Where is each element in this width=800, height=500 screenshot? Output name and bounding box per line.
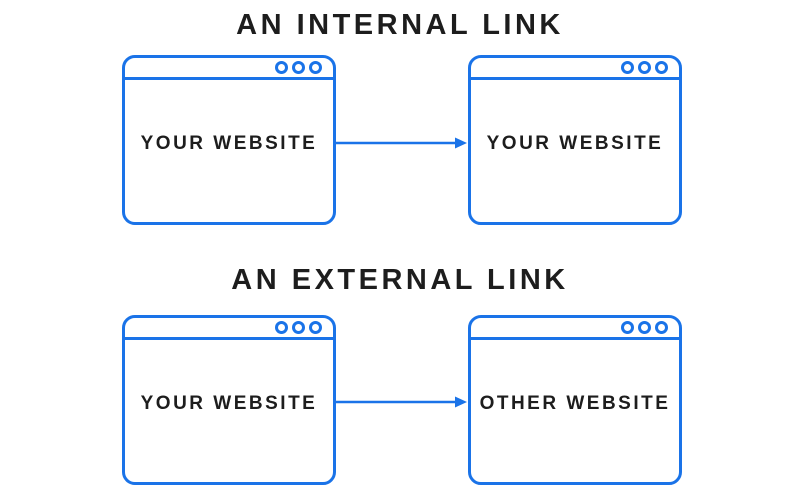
window-titlebar <box>471 58 679 80</box>
window-dot-icon <box>275 61 288 74</box>
window-dot-icon <box>638 321 651 334</box>
window-content: YOUR WEBSITE <box>125 340 333 482</box>
link-arrow-icon <box>334 396 467 408</box>
window-dots-icon <box>621 61 668 74</box>
window-titlebar <box>471 318 679 340</box>
window-dot-icon <box>655 61 668 74</box>
window-dot-icon <box>309 321 322 334</box>
website-label: YOUR WEBSITE <box>486 133 664 154</box>
internal-source-window: YOUR WEBSITE <box>122 55 336 225</box>
external-link-section-title: AN EXTERNAL LINK <box>231 264 569 296</box>
window-content: YOUR WEBSITE <box>125 80 333 222</box>
website-label: YOUR WEBSITE <box>140 393 318 414</box>
external-source-window: YOUR WEBSITE <box>122 315 336 485</box>
window-dots-icon <box>621 321 668 334</box>
window-content: YOUR WEBSITE <box>471 80 679 222</box>
window-dots-icon <box>275 61 322 74</box>
link-arrow-icon <box>334 137 467 149</box>
window-dot-icon <box>275 321 288 334</box>
website-label: OTHER WEBSITE <box>479 393 671 414</box>
window-dot-icon <box>621 61 634 74</box>
window-dot-icon <box>292 321 305 334</box>
window-dot-icon <box>638 61 651 74</box>
window-dot-icon <box>621 321 634 334</box>
window-dot-icon <box>309 61 322 74</box>
window-titlebar <box>125 318 333 340</box>
window-titlebar <box>125 58 333 80</box>
website-label: YOUR WEBSITE <box>140 133 318 154</box>
window-dot-icon <box>292 61 305 74</box>
window-dots-icon <box>275 321 322 334</box>
window-dot-icon <box>655 321 668 334</box>
internal-link-section-title: AN INTERNAL LINK <box>236 9 564 41</box>
external-target-window: OTHER WEBSITE <box>468 315 682 485</box>
window-content: OTHER WEBSITE <box>471 340 679 482</box>
internal-target-window: YOUR WEBSITE <box>468 55 682 225</box>
